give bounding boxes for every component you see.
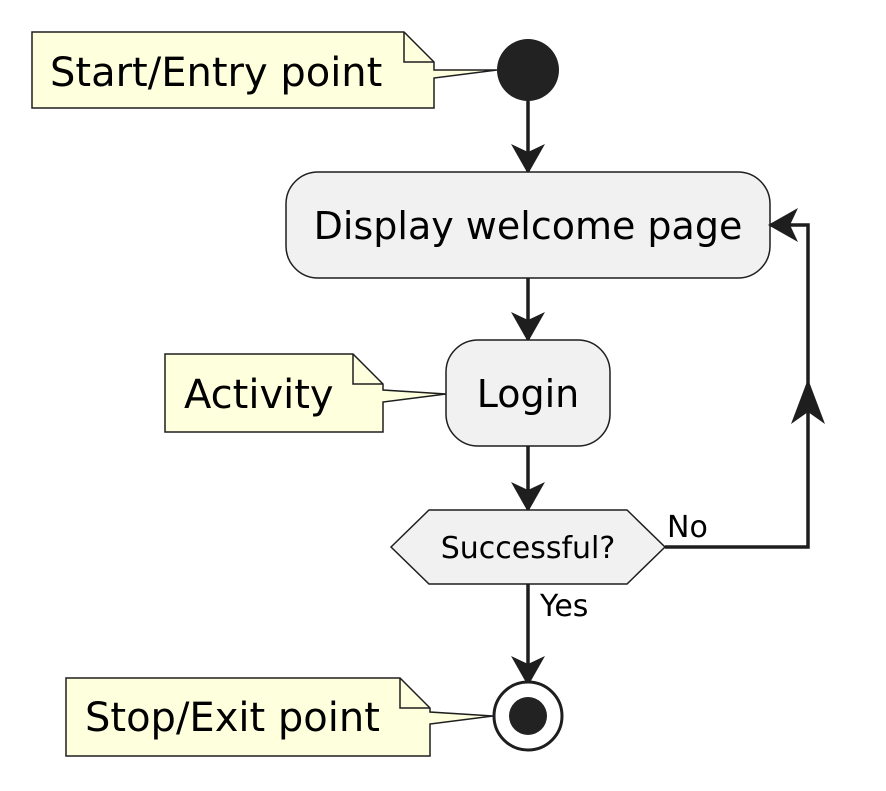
stop-node-dot: [509, 697, 547, 735]
start-note-fold: [403, 32, 434, 63]
stop-note-text: Stop/Exit point: [85, 695, 380, 741]
stop-note-fold: [399, 678, 430, 709]
action-display-welcome-page: Display welcome page: [285, 171, 771, 279]
decision-successful-label: Successful?: [441, 531, 616, 566]
decision-successful: Successful?: [389, 509, 667, 585]
start-note: Start/Entry point: [31, 31, 498, 109]
action-login-label: Login: [477, 372, 580, 416]
edge-decision-no-midpoint-arrow: [791, 379, 825, 424]
activity-note: Activity: [164, 353, 447, 433]
start-node: [497, 39, 559, 101]
stop-node: [492, 680, 564, 752]
activity-note-fold: [352, 354, 383, 385]
edge-label-yes: Yes: [539, 589, 588, 624]
action-login: Login: [445, 339, 611, 447]
start-note-text: Start/Entry point: [50, 50, 382, 96]
activity-note-text: Activity: [184, 372, 334, 418]
edge-label-no: No: [667, 510, 708, 545]
stop-note: Stop/Exit point: [65, 677, 494, 757]
action-display-welcome-page-label: Display welcome page: [314, 204, 743, 248]
